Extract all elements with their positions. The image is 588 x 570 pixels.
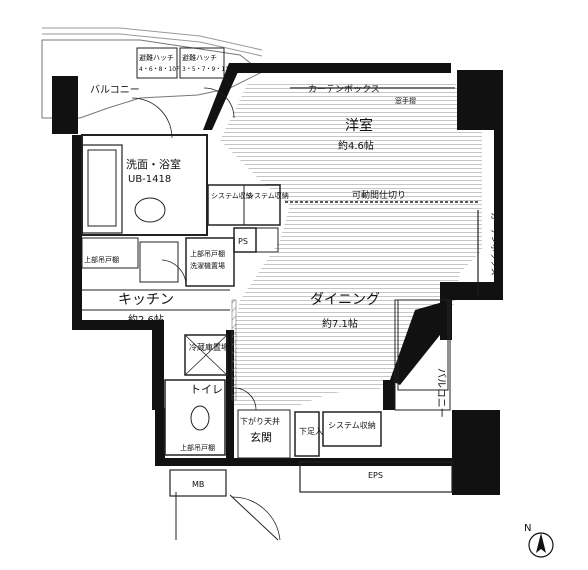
label-hatch-2: 避難ハッチ: [182, 53, 217, 62]
label-raised-ceiling: 下がり天井: [240, 416, 280, 426]
room-kitchen-area: 約2.6帖: [128, 313, 164, 326]
label-window-top: 窓手摺: [395, 96, 416, 105]
label-curtain-box-top: カーテンボックス: [308, 84, 380, 95]
walls: [52, 63, 503, 495]
label-hatch-2-floors: 3・5・7・9・11F: [182, 66, 233, 73]
label-storage-2: システム収納: [247, 191, 289, 200]
label-washer: 洗濯機置場: [190, 261, 225, 270]
label-ps: PS: [238, 237, 248, 246]
label-mb: MB: [192, 480, 204, 489]
label-balcony-right: バルコニー: [435, 368, 447, 418]
label-shoe: 下足入: [299, 427, 323, 436]
label-storage-entrance: システム収納: [328, 420, 376, 430]
label-fridge: 冷蔵庫置場: [189, 342, 229, 352]
label-balcony-top: バルコニー: [90, 84, 140, 96]
hatch-boxes: [136, 47, 225, 79]
label-eps: EPS: [368, 471, 383, 480]
label-hatch-1: 避難ハッチ: [139, 53, 174, 62]
label-movable-partition: 可動間仕切り: [352, 189, 406, 201]
north-arrow: N: [524, 523, 554, 558]
label-curtain-box-right: カーテンボックス: [490, 212, 499, 276]
label-upper-cabinet-2: 上部吊戸棚: [190, 249, 225, 258]
label-upper-cabinet-1: 上部吊戸棚: [84, 255, 119, 264]
room-western-name: 洋室: [345, 117, 373, 134]
room-toilet-name: トイレ: [190, 383, 223, 396]
label-hatch-1-floors: 4・6・8・10F: [139, 66, 180, 73]
room-dining-area: 約7.1帖: [322, 317, 358, 330]
interior-lines: [81, 87, 480, 541]
room-bath-unit: UB-1418: [128, 174, 171, 185]
room-western-area: 約4.6帖: [338, 139, 374, 152]
room-entrance-name: 玄関: [250, 430, 272, 444]
room-bath-name: 洗面・浴室: [126, 157, 181, 171]
room-dining-name: ダイニング: [310, 292, 380, 308]
label-upper-cabinet-3: 上部吊戸棚: [180, 443, 215, 452]
room-kitchen-name: キッチン: [118, 292, 174, 308]
north-label: N: [524, 523, 531, 534]
label-storage-1: システム収納: [211, 191, 253, 200]
